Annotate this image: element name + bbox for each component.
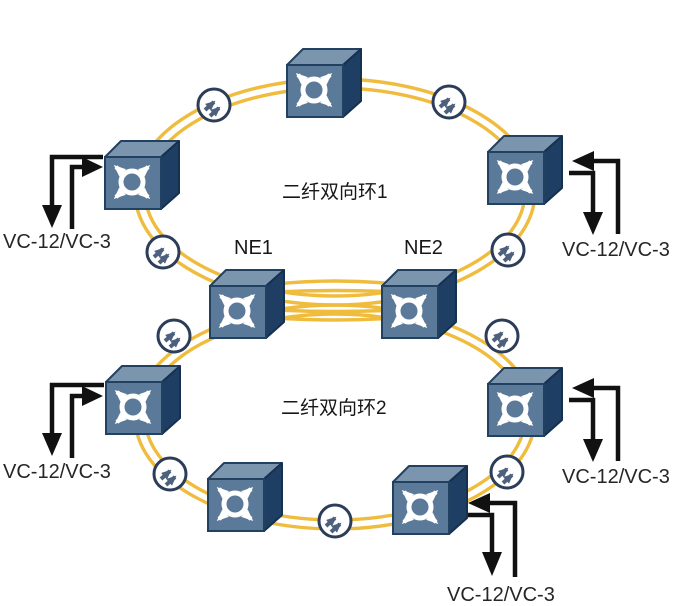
ne-cube-ring2-bottom-right-icon (393, 466, 467, 534)
regenerator-icon-ring1-bottom-left (147, 236, 179, 268)
ring1-label: 二纤双向环1 (282, 182, 388, 203)
regenerator-icon-ring1-top-left (198, 89, 230, 121)
regenerator-icon-ring2-bottom (319, 505, 351, 537)
tributary-arrows-ring2-bottom-right (468, 493, 518, 577)
tributary-arrows-ring2-left (42, 382, 104, 458)
ne-cube-ring1-left-icon (105, 141, 179, 209)
node-label-ne1: NE1 (234, 237, 273, 259)
regenerator-icon-ring2-top-left (158, 320, 190, 352)
ne-cube-ne2-icon (382, 270, 456, 338)
tributary-arrows-ring1-right (569, 151, 621, 235)
tributary-arrows-ring2-right (569, 378, 621, 462)
ring2-label: 二纤双向环2 (281, 398, 387, 419)
regenerator-icon-ring2-bottom-right (491, 456, 523, 488)
regenerator-icon-ring1-bottom-right (492, 234, 524, 266)
tributary-label-ring1-right: VC-12/VC-3 (562, 239, 670, 261)
tributary-arrows-ring1-left (42, 154, 103, 229)
ne-cube-ring1-right-icon (488, 136, 562, 204)
tributary-label-ring1-left: VC-12/VC-3 (3, 231, 111, 253)
tributary-label-ring2-bottom-right: VC-12/VC-3 (447, 584, 555, 606)
regenerator-icon-ring1-top-right (433, 86, 465, 118)
regenerator-icon-ring2-top-right (486, 320, 518, 352)
node-label-ne2: NE2 (404, 237, 443, 259)
ne-cube-ne1-icon (210, 270, 284, 338)
tributary-label-ring2-right: VC-12/VC-3 (562, 466, 670, 488)
ne-cube-ring2-right-icon (488, 368, 562, 436)
regenerator-icon-ring2-bottom-left (154, 458, 186, 490)
ne-cube-ring1-top-icon (287, 49, 361, 117)
ne-cube-ring2-left-icon (106, 366, 180, 434)
tributary-label-ring2-left: VC-12/VC-3 (3, 461, 111, 483)
ne-cube-ring2-bottom-left-icon (208, 463, 282, 531)
